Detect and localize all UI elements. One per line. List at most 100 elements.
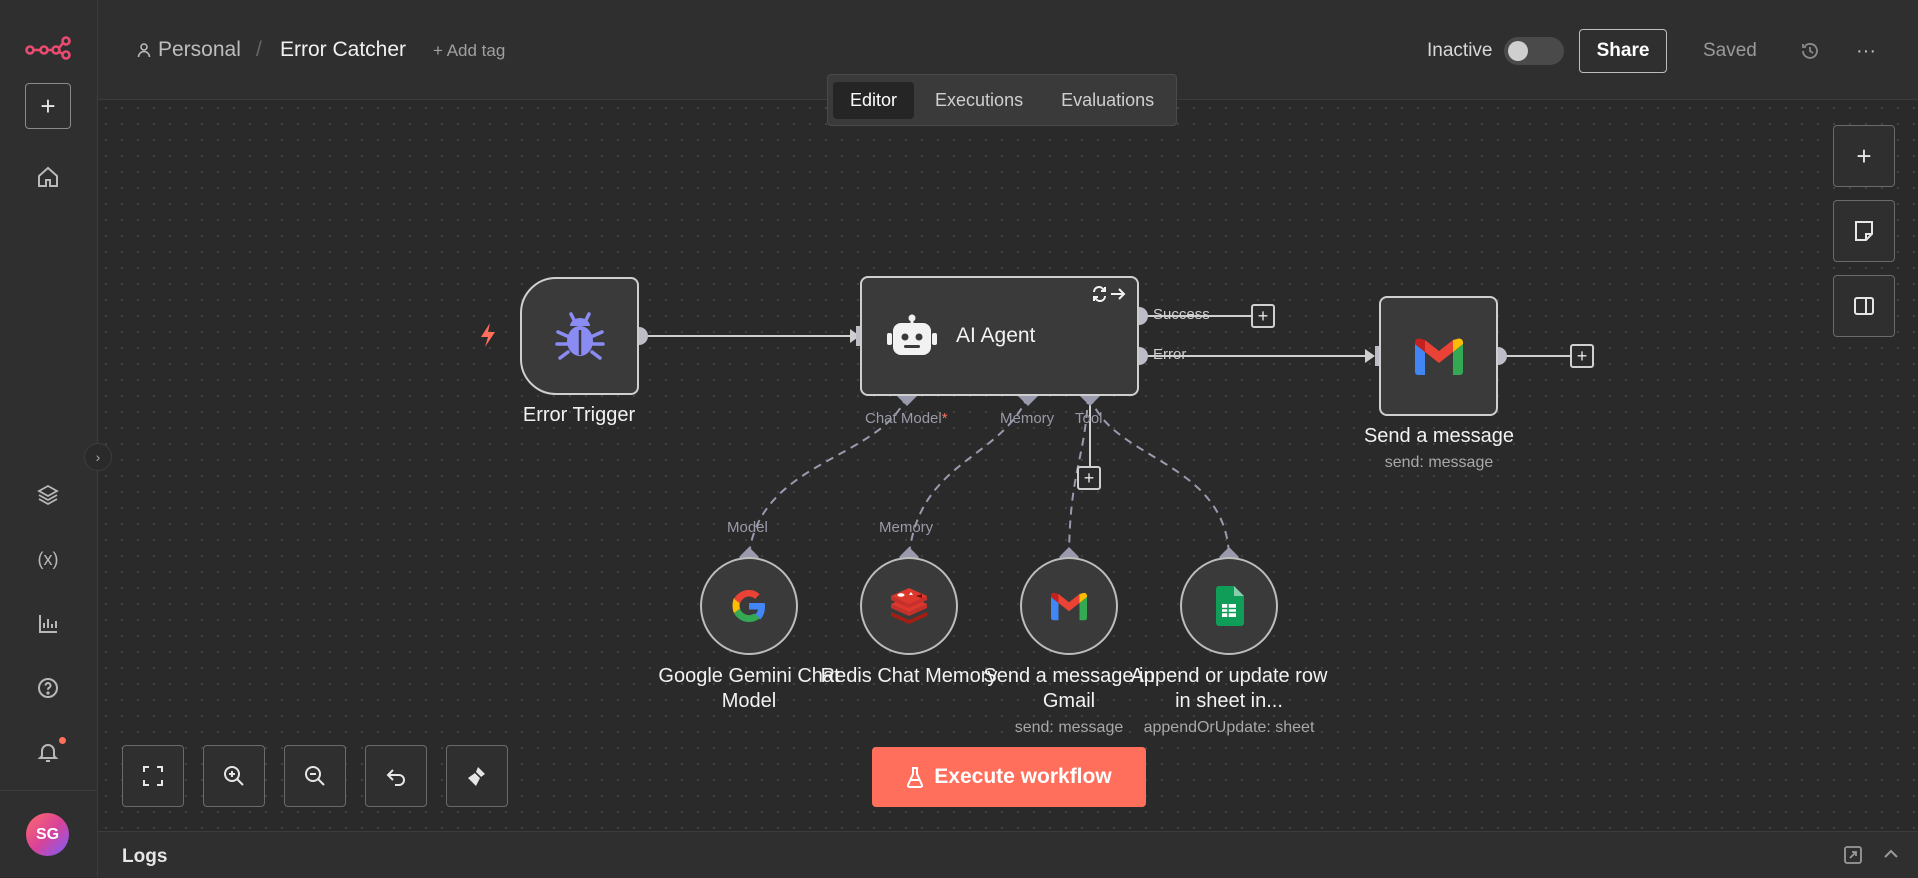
send-message-sub: send: message — [1384, 454, 1494, 471]
gmail-icon — [1414, 338, 1463, 375]
saved-status: Saved — [1703, 40, 1757, 61]
panel-icon — [1854, 297, 1874, 315]
error-output-label: Error — [1153, 346, 1187, 363]
ai-agent-node[interactable]: AI Agent — [860, 276, 1139, 396]
templates-icon[interactable] — [24, 471, 72, 519]
google-sheets-icon — [1216, 586, 1244, 626]
flask-icon — [907, 767, 924, 788]
help-icon[interactable] — [24, 664, 72, 712]
agent-options-icon — [1091, 284, 1127, 309]
owner-label: Personal — [158, 38, 241, 61]
bug-icon — [554, 312, 605, 360]
zoom-out-icon — [305, 766, 325, 786]
expand-sidebar-button[interactable]: › — [84, 443, 112, 471]
breadcrumb-owner[interactable]: Personal — [136, 38, 241, 62]
memory-sub-port-label: Memory — [879, 519, 934, 536]
logs-panel[interactable]: Logs — [98, 831, 1918, 878]
sticky-note-icon — [1855, 221, 1873, 241]
zoom-in-icon — [224, 766, 244, 786]
create-button[interactable]: + — [25, 83, 71, 129]
breadcrumb-separator: / — [256, 38, 262, 61]
chevron-right-icon: › — [95, 449, 101, 465]
broom-icon — [468, 765, 488, 786]
add-after-success-button[interactable]: + — [1251, 304, 1275, 328]
connection-memory — [908, 395, 1029, 556]
execute-workflow-button[interactable]: Execute workflow — [872, 747, 1146, 807]
trigger-bolt-icon — [478, 322, 498, 353]
redis-icon — [891, 588, 927, 624]
more-options-icon[interactable]: ··· — [1856, 39, 1876, 62]
google-icon — [732, 590, 765, 622]
toggle-panel-button[interactable] — [1833, 275, 1895, 337]
redis-node[interactable] — [860, 557, 958, 655]
chat-model-port-label: Chat Model* — [865, 410, 948, 427]
plus-icon: + — [40, 90, 56, 121]
user-icon — [137, 43, 151, 58]
gmail-tool-sub: send: message — [1014, 719, 1124, 736]
logs-title: Logs — [122, 846, 168, 867]
tool-port-label: Tool — [1075, 410, 1103, 427]
send-message-node[interactable] — [1379, 296, 1498, 416]
zoom-in-button[interactable] — [203, 745, 265, 807]
plus-icon: + — [1856, 140, 1872, 171]
required-marker: * — [941, 410, 948, 427]
connection-sheets-tool — [1089, 395, 1230, 556]
arrowhead — [850, 329, 860, 343]
view-tabs: Editor Executions Evaluations — [827, 74, 1178, 126]
sheets-tool-sub: appendOrUpdate: sheet — [1143, 719, 1315, 736]
robot-icon — [887, 314, 937, 355]
success-output-label: Success — [1153, 306, 1210, 323]
sheets-tool-node[interactable] — [1180, 557, 1278, 655]
tab-evaluations[interactable]: Evaluations — [1061, 89, 1155, 110]
avatar[interactable]: SG — [26, 813, 69, 856]
undo-button[interactable] — [365, 745, 427, 807]
add-sticky-note-button[interactable] — [1833, 200, 1895, 262]
status-label: Inactive — [1427, 40, 1493, 61]
variables-icon[interactable]: (x) — [37, 548, 59, 569]
execute-workflow-label: Execute workflow — [934, 765, 1112, 788]
chevron-up-icon[interactable] — [1882, 845, 1900, 868]
add-after-send-button[interactable]: + — [1570, 344, 1594, 368]
share-button[interactable]: Share — [1579, 29, 1667, 73]
gmail-tool-label: Send a message in Gmail — [983, 665, 1155, 712]
sheets-tool-label: Append or update row in sheet in... — [1130, 665, 1328, 712]
history-icon[interactable] — [1795, 36, 1825, 66]
add-tool-button[interactable]: + — [1077, 466, 1101, 490]
undo-icon — [386, 769, 405, 786]
pop-out-icon[interactable] — [1843, 845, 1863, 870]
arrowhead — [1365, 349, 1375, 363]
plus-icon: + — [1083, 467, 1095, 488]
fit-view-button[interactable] — [122, 745, 184, 807]
sidebar: + › (x) SG — [0, 0, 112, 877]
tab-editor[interactable]: Editor — [833, 81, 915, 119]
n8n-logo-icon[interactable] — [24, 24, 72, 72]
home-icon[interactable] — [24, 153, 72, 201]
plus-icon: + — [1257, 305, 1269, 326]
gemini-label: Google Gemini Chat Model — [658, 665, 840, 712]
error-trigger-label: Error Trigger — [522, 404, 636, 426]
gemini-node[interactable] — [700, 557, 798, 655]
redis-label: Redis Chat Memory — [820, 665, 998, 687]
tab-executions[interactable]: Executions — [935, 89, 1024, 110]
fit-view-icon — [143, 766, 163, 786]
active-toggle[interactable] — [1504, 37, 1564, 65]
connection-model — [748, 395, 908, 556]
bell-icon[interactable] — [24, 728, 72, 776]
model-port-label: Model — [727, 519, 768, 536]
zoom-out-button[interactable] — [284, 745, 346, 807]
error-trigger-node[interactable] — [520, 277, 639, 395]
add-node-button[interactable]: + — [1833, 125, 1895, 187]
tidy-up-button[interactable] — [446, 745, 508, 807]
notification-dot — [59, 737, 66, 744]
sidebar-divider — [0, 790, 97, 791]
insights-icon[interactable] — [24, 600, 72, 648]
plus-icon: + — [1576, 345, 1588, 366]
toggle-knob — [1508, 41, 1528, 61]
add-tag-link[interactable]: + Add tag — [433, 41, 506, 60]
send-message-label: Send a message — [1363, 425, 1515, 447]
workflow-name[interactable]: Error Catcher — [280, 38, 407, 61]
ai-agent-label: AI Agent — [956, 324, 1036, 347]
workflow-canvas[interactable] — [98, 100, 1918, 830]
gmail-tool-node[interactable] — [1020, 557, 1118, 655]
memory-port-label: Memory — [1000, 410, 1055, 427]
